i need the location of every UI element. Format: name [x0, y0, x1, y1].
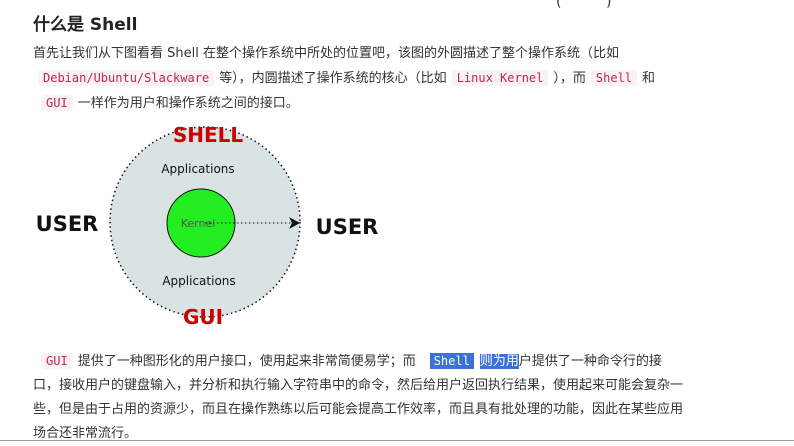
intro-text-b: ），而 — [553, 71, 586, 86]
applications-bottom-label: Applications — [162, 274, 235, 288]
para2-line-4: 场合还非常流行。 — [33, 426, 138, 441]
gui-shell-paragraph: GUI 提供了一种图形化的用户接口，使用起来非常简便易学；而 Shell 则为用户提供… — [33, 349, 683, 446]
code-gui-2: GUI — [41, 353, 73, 369]
code-shell: Shell — [590, 70, 638, 86]
top-cut-text: ( ) — [556, 0, 612, 10]
applications-top-label: Applications — [161, 162, 234, 176]
gui-label: GUI — [183, 305, 223, 329]
arrow-head-icon — [289, 217, 300, 229]
para2-text-a: 提供了一种图形化的用户接口，使用起来非常简便易学；而 — [77, 354, 416, 369]
shell-diagram: SHELL GUI Applications Applications Kern… — [36, 123, 379, 329]
code-distros: Debian/Ubuntu/Slackware — [38, 70, 215, 86]
kernel-label: Kernel — [181, 217, 216, 230]
intro-text-c: 和 — [642, 71, 656, 86]
intro-line-3: GUI 一样作为用户和操作系统之间的接口。 — [33, 91, 655, 116]
user-left-label: USER — [36, 212, 99, 236]
intro-text-d: 一样作为用户和操作系统之间的接口。 — [77, 96, 299, 111]
code-kernel: Linux Kernel — [451, 70, 549, 86]
page-divider — [0, 440, 794, 441]
intro-line-2: Debian/Ubuntu/Slackware 等），内圆描述了操作系统的核心（比… — [33, 66, 655, 91]
selected-text: 则为用 — [479, 354, 519, 369]
para2-line-3: 些，但是由于占用的资源少，而且在操作熟练以后可能会提高工作效率，而且具有批处理的… — [33, 402, 684, 417]
para2-line-2: 口，接收用户的键盘输入，并分析和执行输入字符串中的命令，然后给用户返回执行结果，… — [33, 378, 684, 393]
kernel-circle — [166, 188, 236, 258]
shell-label: SHELL — [173, 123, 244, 147]
intro-line-1: 首先让我们从下图看看 Shell 在整个操作系统中所处的位置吧，该图的外圆描述了… — [33, 46, 619, 61]
para2-line-1: GUI 提供了一种图形化的用户接口，使用起来非常简便易学；而 Shell 则为用户提供… — [33, 349, 683, 374]
intro-text-a: 等），内圆描述了操作系统的核心（比如 — [219, 71, 447, 86]
para2-text-b: 户提供了一种命令行的接 — [518, 354, 662, 369]
intro-paragraph: 首先让我们从下图看看 Shell 在整个操作系统中所处的位置吧，该图的外圆描述了… — [33, 42, 655, 116]
code-shell-selected: Shell — [429, 353, 474, 369]
section-heading: 什么是 Shell — [33, 15, 138, 35]
user-right-label: USER — [316, 215, 379, 239]
code-gui: GUI — [41, 95, 73, 111]
